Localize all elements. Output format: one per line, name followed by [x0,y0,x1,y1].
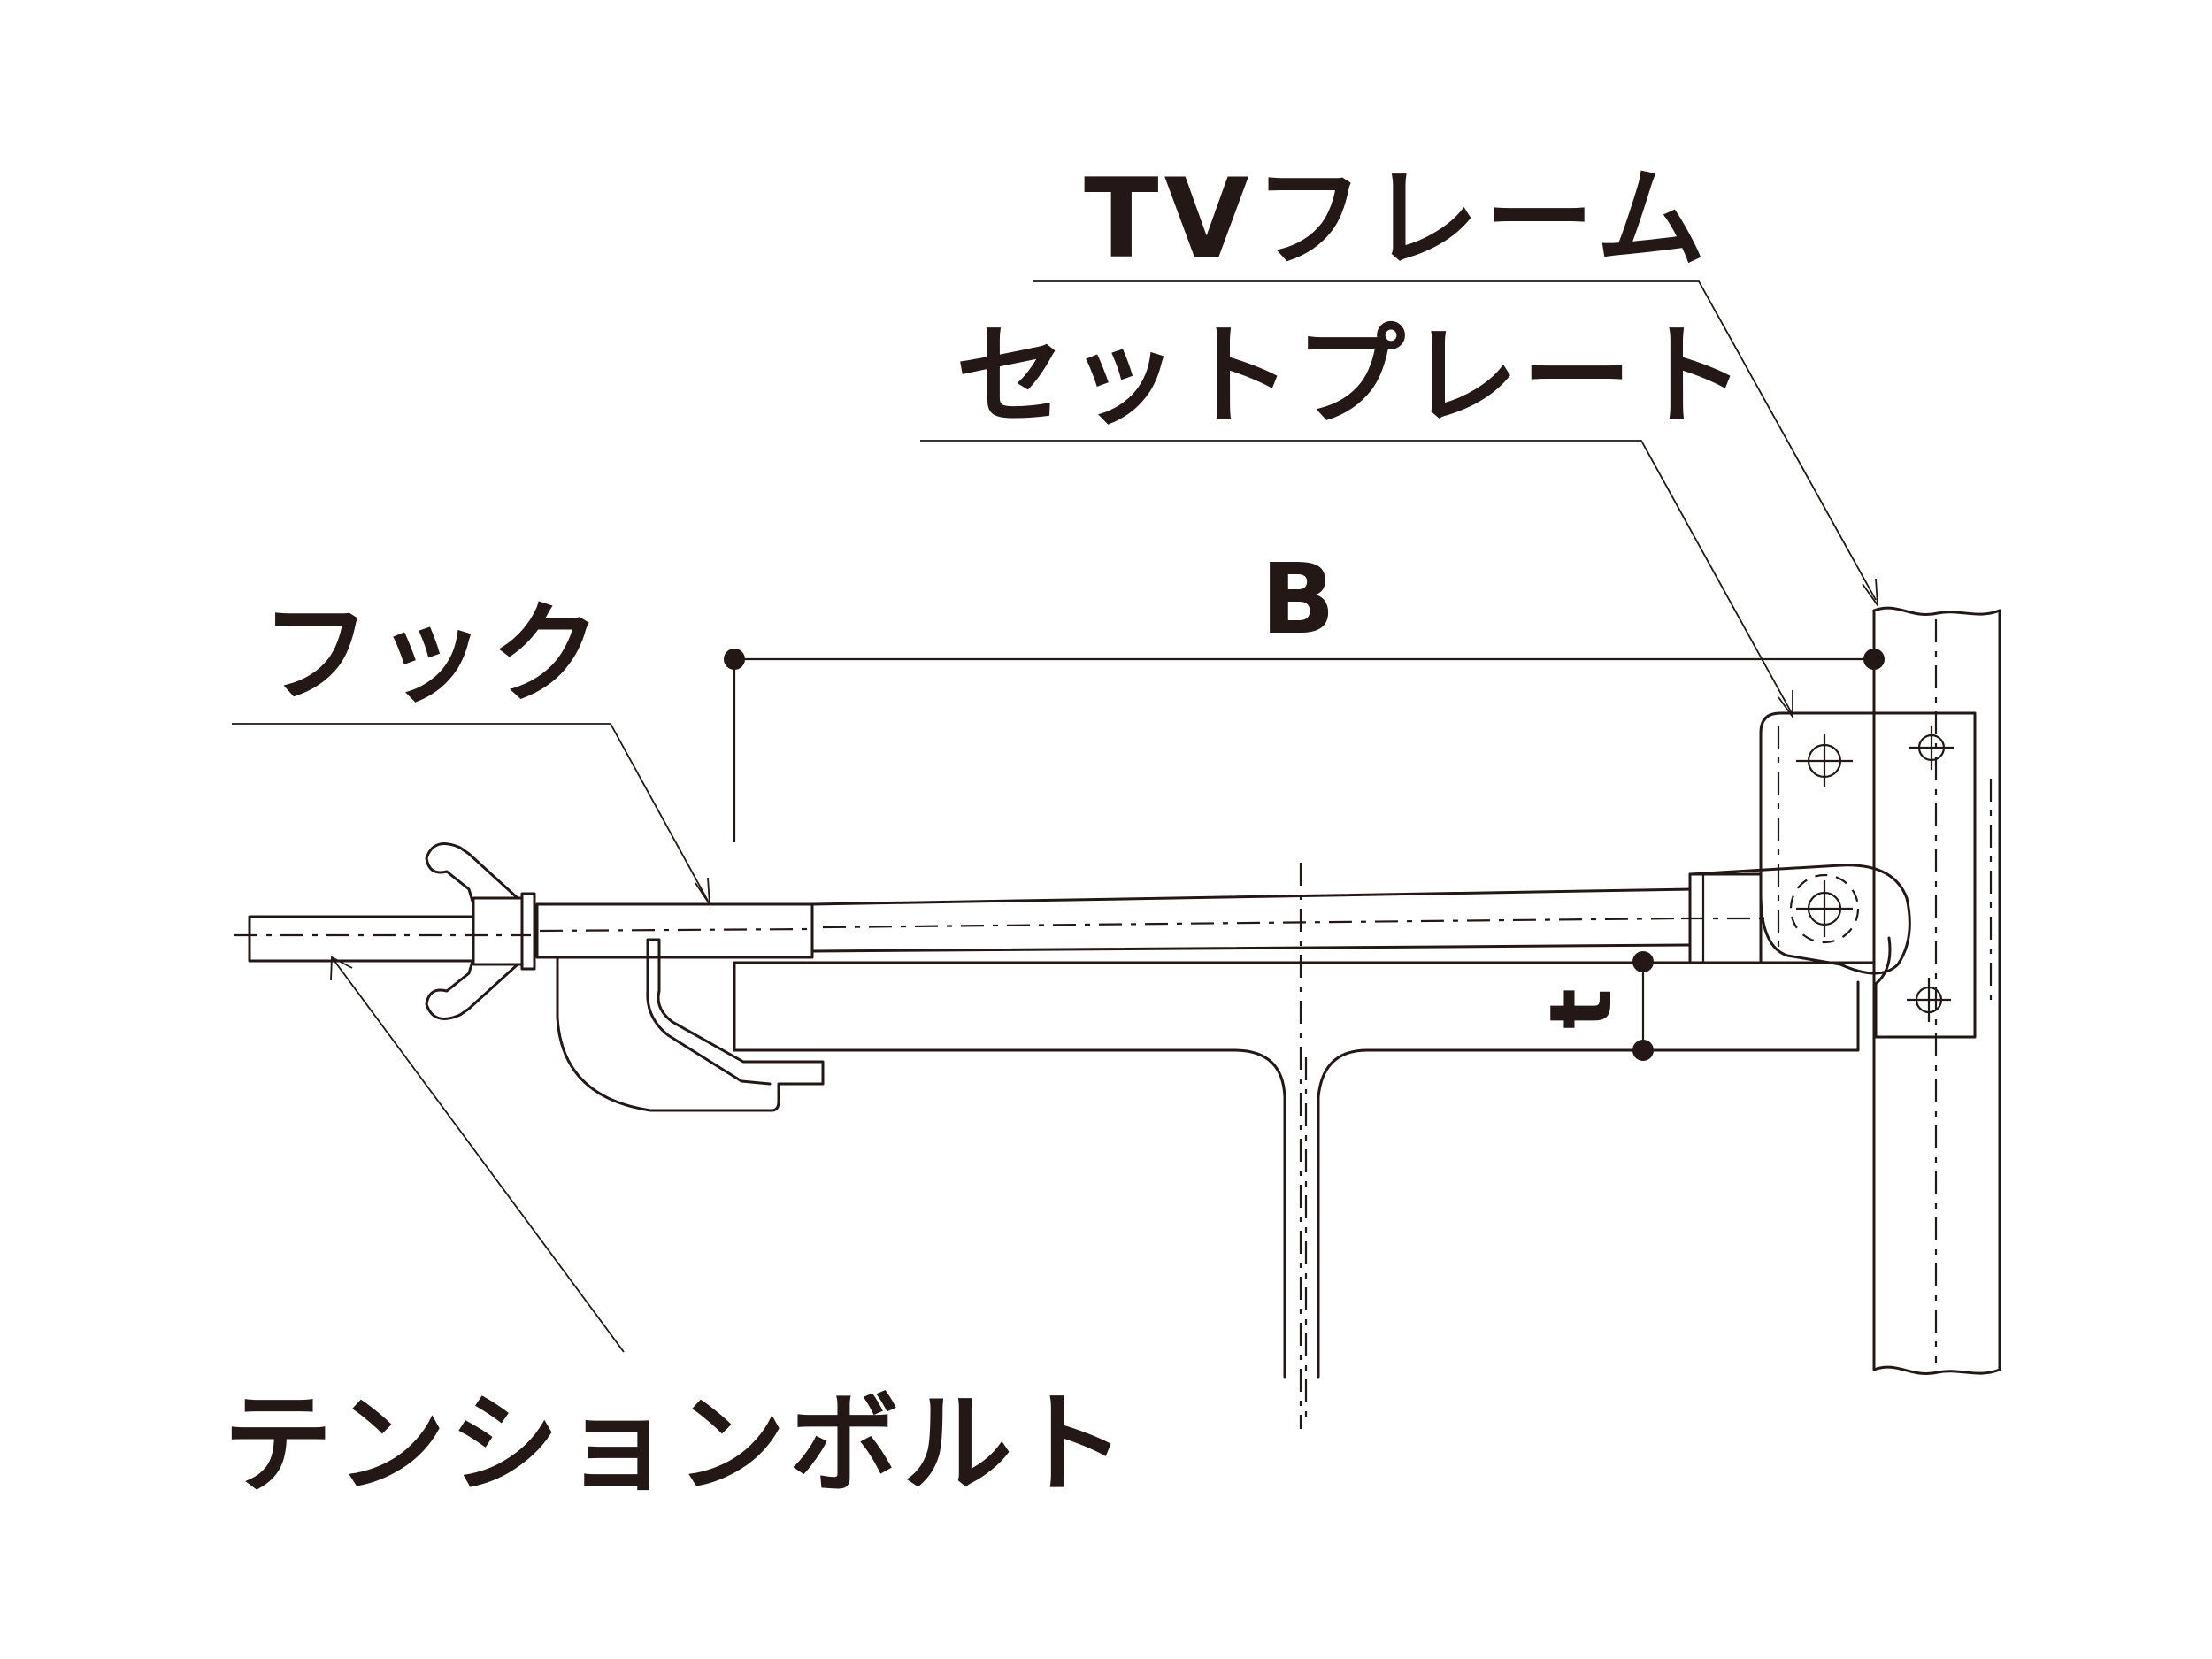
label-dimension-t: t [1532,988,1631,1029]
label-dimension-b: B [1261,542,1335,656]
clevis-bracket [1688,864,1911,975]
hook-sleeve [535,902,814,959]
wing-nut [425,842,536,1020]
label-set-plate: セットプレート [956,313,1748,441]
leader-tv-frame [1033,280,1879,609]
leader-hook [232,723,711,908]
leader-set-plate [920,440,1793,719]
tension-bolt [234,915,531,963]
leader-tension-bolt [330,956,625,1353]
label-tension-bolt: テンションボルト [223,1381,1129,1509]
set-plate [1759,711,1993,1039]
turnbuckle-end [1681,872,1770,964]
support-frame [733,863,1876,1429]
label-hook: フック [261,591,606,718]
tv-frame [1872,606,2001,1375]
tension-rod [810,887,1692,953]
dimension-t-line [1632,951,1654,1061]
dimension-b-line [724,649,1885,842]
label-tv-frame: TVフレーム [1084,156,1711,283]
hook [556,938,825,1112]
